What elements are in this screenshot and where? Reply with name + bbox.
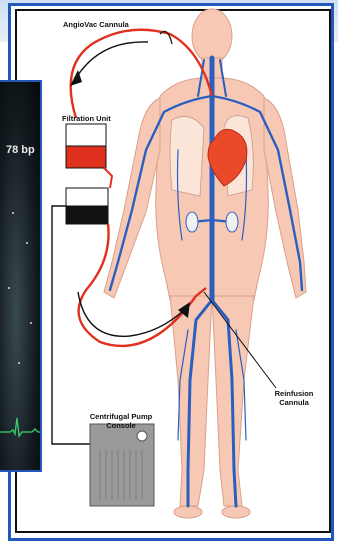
- filter-outflow-line: [104, 168, 112, 188]
- filtration-unit: [66, 124, 106, 168]
- flow-arrow-bottom: [78, 292, 184, 336]
- foot-outlines: [174, 506, 250, 518]
- label-filtration-unit: Filtration Unit: [62, 114, 111, 123]
- pump-head: [66, 188, 108, 224]
- console-cable: [52, 206, 90, 444]
- pump-console: [90, 424, 154, 506]
- label-pump-console: Centrifugal Pump Console: [86, 412, 156, 430]
- label-reinfusion-cannula: Reinfusion Cannula: [268, 389, 320, 407]
- label-angiovac-cannula: AngioVac Cannula: [63, 20, 129, 29]
